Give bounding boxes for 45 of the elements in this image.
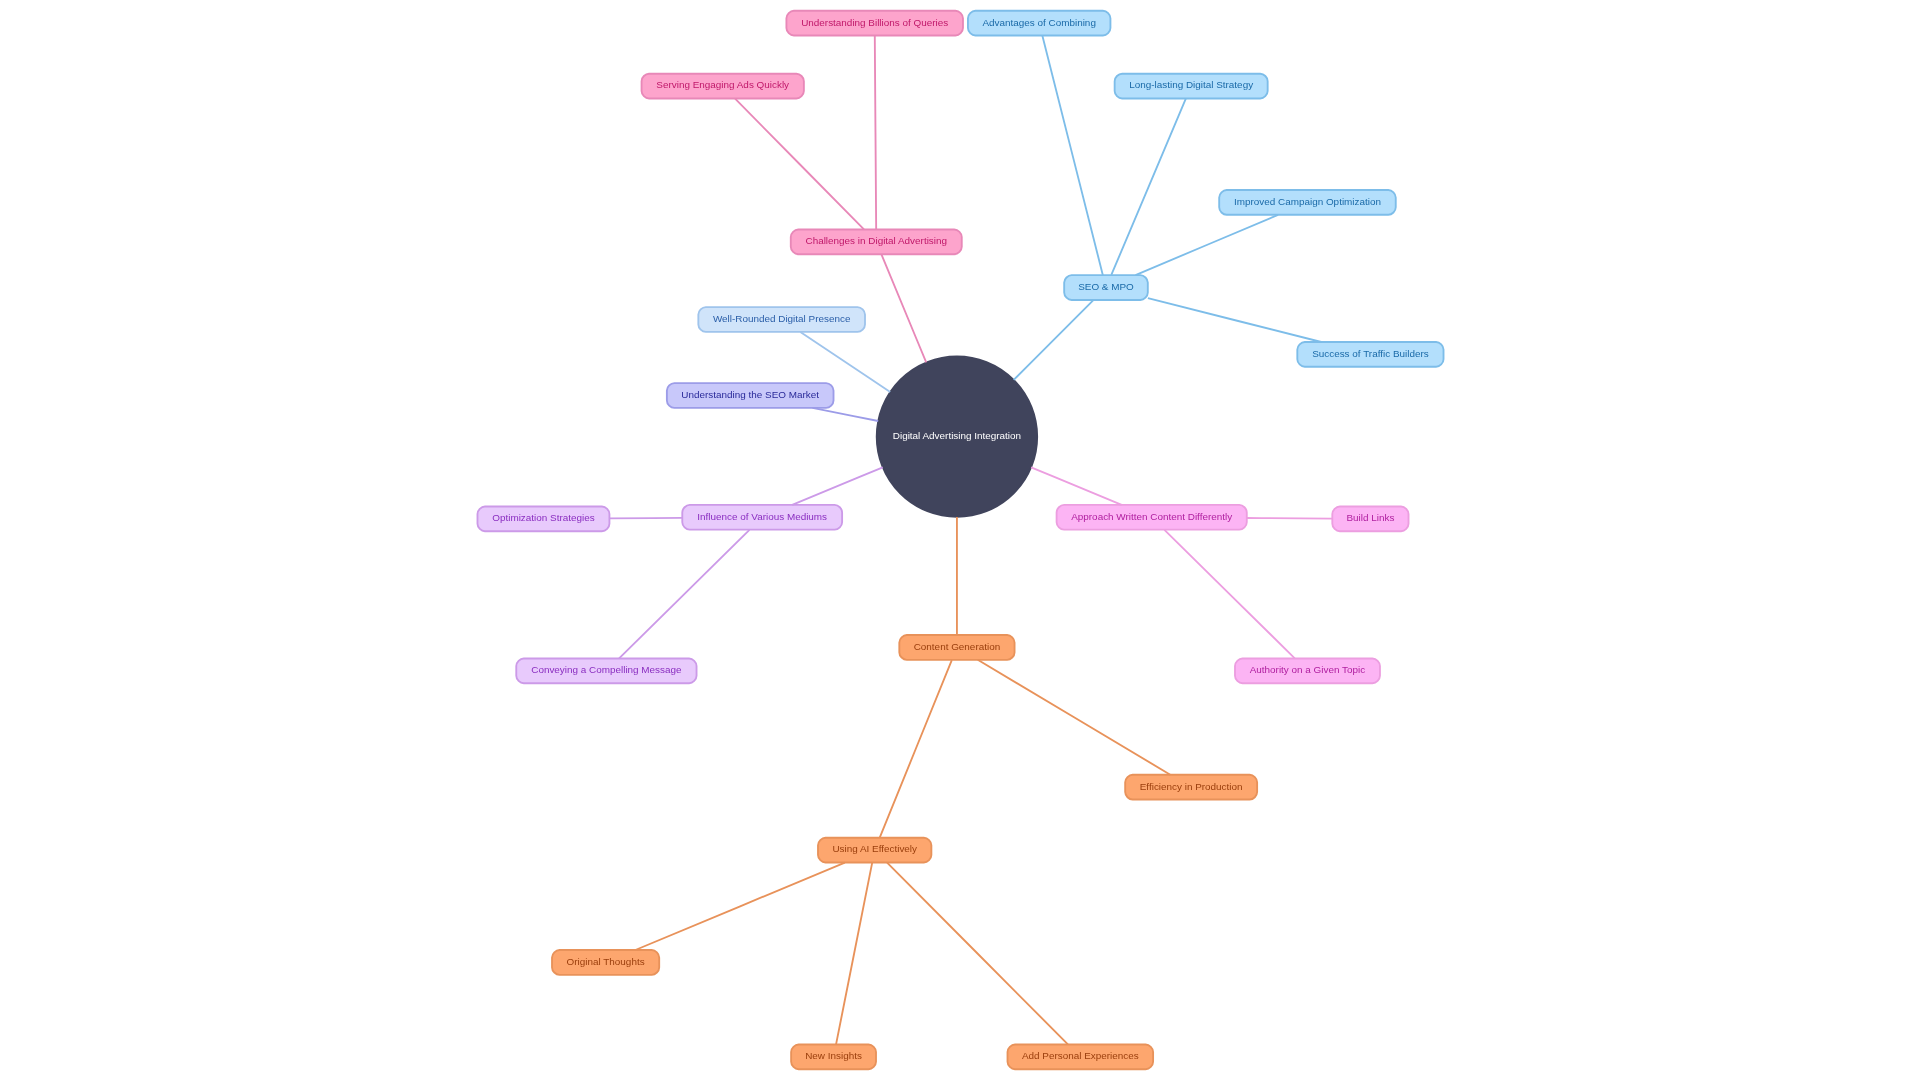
- node-box: Build Links: [1330, 505, 1409, 533]
- node-box: Advantages of Combining: [966, 9, 1111, 37]
- node-box: New Insights: [789, 1043, 877, 1071]
- connector: [880, 253, 927, 364]
- connector: [811, 406, 879, 422]
- connector: [1245, 517, 1333, 520]
- node-box: Serving Engaging Ads Quickly: [640, 72, 805, 100]
- connector: [1012, 299, 1094, 381]
- node-box: Content Generation: [897, 634, 1015, 661]
- connector: [1040, 34, 1104, 277]
- node-box: Challenges in Digital Advertising: [789, 228, 963, 256]
- node-circle: Digital Advertising Integration: [875, 355, 1038, 518]
- node-box: Original Thoughts: [550, 949, 660, 976]
- connector: [873, 34, 877, 231]
- node-box: Add Personal Experiences: [1006, 1043, 1154, 1071]
- node-box: Conveying a Compelling Message: [514, 657, 697, 685]
- node-box: Efficiency in Production: [1123, 773, 1258, 801]
- node-box: Approach Written Content Differently: [1055, 504, 1248, 531]
- connector: [633, 861, 846, 951]
- node-box: Understanding the SEO Market: [665, 382, 834, 409]
- connector: [885, 861, 1069, 1046]
- node-box: Improved Campaign Optimization: [1217, 189, 1397, 216]
- node-box: SEO & MPO: [1062, 274, 1149, 301]
- node-box: Authority on a Given Topic: [1233, 657, 1381, 685]
- connector: [878, 659, 953, 839]
- node-box: Well-Rounded Digital Presence: [696, 306, 866, 333]
- connector: [1163, 528, 1296, 660]
- connector: [790, 466, 884, 506]
- connector: [1029, 466, 1123, 506]
- connector: [1134, 213, 1279, 277]
- connector: [1109, 97, 1187, 276]
- node-box: Optimization Strategies: [476, 505, 610, 533]
- connector: [976, 658, 1171, 776]
- connector: [955, 516, 958, 636]
- connector: [733, 97, 865, 231]
- connector: [1146, 297, 1322, 343]
- node-box: Influence of Various Mediums: [680, 504, 843, 531]
- node-box: Using AI Effectively: [816, 836, 932, 864]
- connector: [798, 331, 891, 393]
- connector: [608, 516, 683, 520]
- connector: [834, 861, 873, 1046]
- node-box: Understanding Billions of Queries: [785, 9, 964, 37]
- connector: [617, 528, 750, 660]
- node-box: Long-lasting Digital Strategy: [1113, 72, 1269, 100]
- node-box: Success of Traffic Builders: [1295, 341, 1444, 368]
